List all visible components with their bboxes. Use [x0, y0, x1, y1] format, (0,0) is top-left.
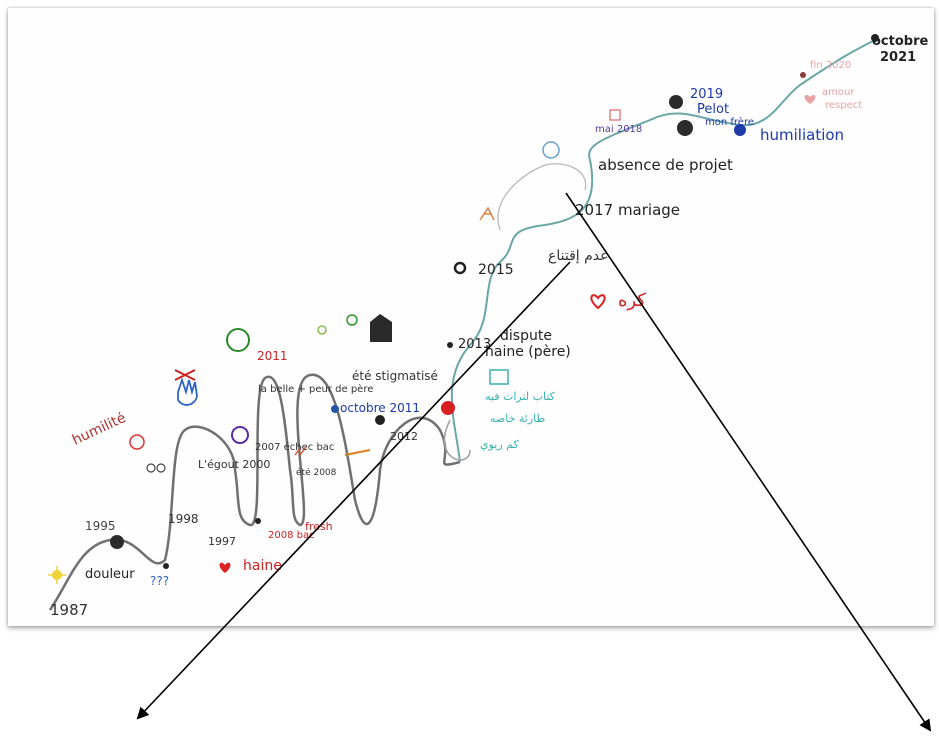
- label-echec: 2007 échec bac: [255, 441, 334, 453]
- scanned-drawing-sheet: 1987 1995 douleur ??? humilité 1998 1997…: [8, 8, 934, 626]
- arrow-right: [565, 192, 932, 732]
- label-question: ???: [150, 574, 169, 588]
- label-mai: mai 2018: [595, 124, 642, 135]
- label-1995: 1995: [85, 519, 116, 533]
- label-belle: la belle + peur de père: [258, 383, 373, 395]
- label-2015: 2015: [478, 262, 514, 278]
- label-egout: L'égout 2000: [198, 458, 270, 471]
- label-haine: haine: [243, 558, 282, 574]
- label-ete: été 2008: [296, 467, 337, 478]
- label-frere: mon frère: [705, 116, 754, 128]
- label-haine-pere: haine (père): [485, 344, 571, 360]
- label-bac: 2008 bac: [268, 530, 315, 541]
- label-stig: été stigmatisé: [352, 369, 438, 383]
- label-kuh: كره: [618, 290, 646, 311]
- label-2021: 2021: [880, 50, 916, 65]
- life-timeline-drawing: 1987 1995 douleur ??? humilité 1998 1997…: [48, 34, 928, 619]
- label-fin2020: fin 2020: [810, 60, 851, 71]
- dark-spiky-icon: [110, 95, 693, 549]
- label-book3: كم ريوي: [480, 438, 519, 451]
- label-amour: amour: [822, 87, 855, 98]
- label-2011a: 2011: [257, 349, 288, 363]
- arrow-left: [136, 261, 571, 720]
- label-mariage: 2017 mariage: [575, 201, 680, 219]
- label-douleur: douleur: [85, 567, 135, 582]
- label-arab: عدم إقتناع: [548, 248, 608, 264]
- label-2013: 2013: [458, 337, 491, 352]
- label-1987: 1987: [50, 601, 88, 619]
- timeline-curve: [48, 373, 461, 611]
- label-2019: 2019: [690, 87, 723, 102]
- label-book1: كتاب لتراث فيه: [485, 390, 556, 403]
- crying-face-icon: [542, 141, 560, 159]
- heart-icon: [219, 562, 231, 573]
- skull-icon: [226, 328, 250, 352]
- label-oct: octobre 2011: [340, 401, 420, 415]
- label-respect: respect: [825, 100, 862, 111]
- label-dispute: dispute: [500, 328, 552, 344]
- label-absence: absence de projet: [598, 156, 733, 174]
- hand-icon: [177, 377, 198, 406]
- label-humiliation: humiliation: [760, 126, 844, 144]
- timeline-curve-teal: [450, 39, 876, 463]
- label-pelot: Pelot: [697, 102, 729, 117]
- label-octobre: octobre: [872, 34, 928, 49]
- book-icon: [489, 369, 509, 385]
- face-icon: [129, 434, 145, 450]
- house-icon: [370, 314, 392, 342]
- label-1997: 1997: [208, 535, 236, 548]
- label-1998: 1998: [168, 512, 199, 526]
- sad-face-icon: [231, 426, 249, 444]
- label-book2: طارئة خاصه: [490, 412, 546, 425]
